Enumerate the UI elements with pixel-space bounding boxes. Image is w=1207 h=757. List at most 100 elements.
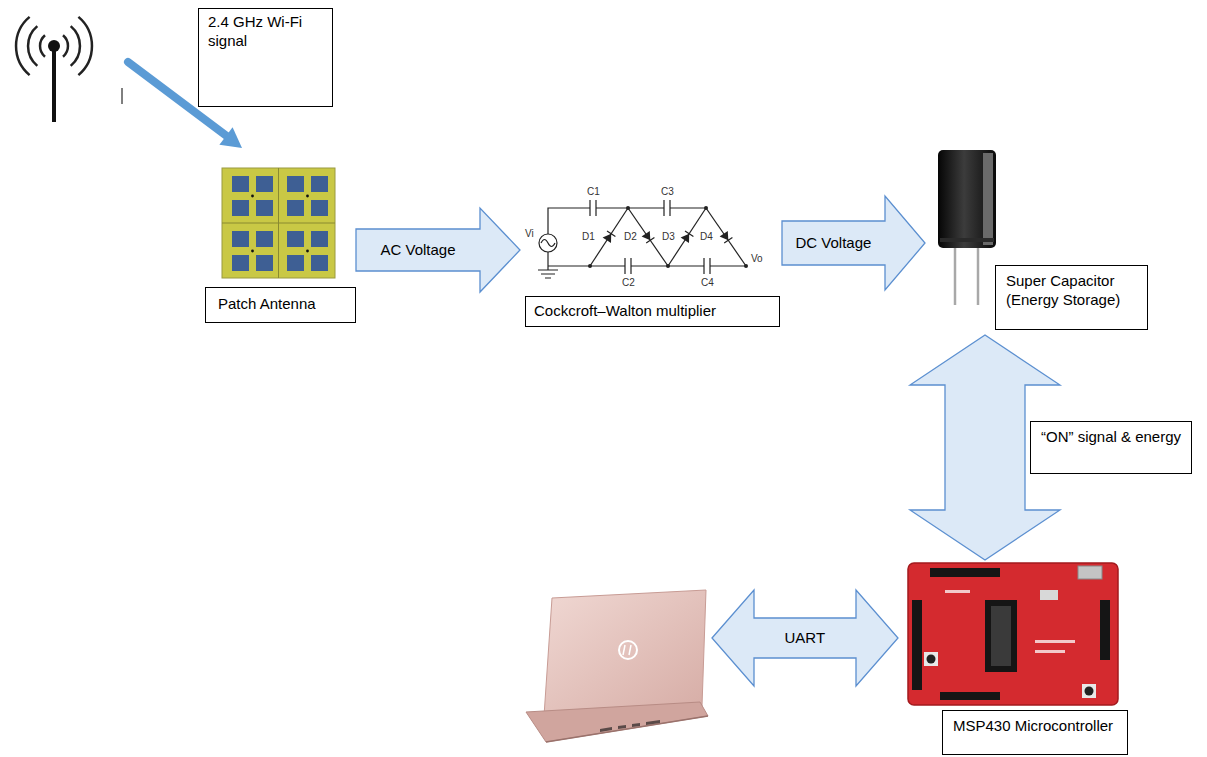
cockcroft-walton-schematic-part-part (626, 206, 630, 210)
patch-antenna-illustration-part-part (287, 176, 304, 192)
circuit-label: D3 (662, 231, 675, 243)
cockcroft-walton-schematic-part-part (538, 270, 558, 278)
supercapacitor-illustration-part (983, 153, 993, 245)
supercapacitor-illustration-part (954, 246, 957, 305)
cockcroft-walton-schematic-part-part (681, 234, 690, 243)
laptop-illustration-part-part (632, 723, 640, 727)
node-text: 2.4 GHz Wi-Fi signal (208, 13, 323, 51)
cockcroft-walton-schematic-part-part (588, 264, 592, 268)
msp430-board-illustration-part (1082, 684, 1096, 698)
wifi-antenna-icon-part-part (78, 17, 92, 75)
label-box: Cockcroft–Walton multiplier (525, 296, 780, 327)
laptop-illustration (526, 590, 708, 742)
laptop-illustration-part-part (618, 725, 626, 729)
patch-antenna-illustration-part-part (287, 255, 304, 271)
msp430-board-illustration-part (924, 652, 938, 666)
patch-antenna-illustration-part-part (311, 255, 328, 271)
node-text: Super Capacitor (Energy Storage) (1006, 272, 1137, 310)
node-text: Patch Antenna (218, 295, 343, 314)
node-text: MSP430 Microcontroller (953, 717, 1117, 736)
msp430-board-illustration-part (985, 600, 1017, 672)
laptop-illustration-part (623, 645, 625, 655)
wifi-antenna-icon-part (16, 17, 92, 75)
supercapacitor-illustration-part (938, 150, 996, 248)
supercapacitor-illustration (938, 150, 996, 305)
patch-antenna-illustration-part-part (232, 255, 249, 271)
wifi-antenna-icon-part-part (28, 26, 37, 66)
circuit-label: C3 (661, 186, 674, 198)
patch-antenna-illustration-part-part (256, 255, 273, 271)
laptop-illustration-part-part (646, 720, 660, 725)
cockcroft-walton-schematic-part-part (664, 200, 670, 216)
patch-antenna-illustration-part-part (251, 250, 254, 253)
cockcroft-walton-schematic-part-part (603, 234, 612, 243)
cockcroft-walton-schematic-part (588, 206, 748, 268)
patch-antenna-illustration (222, 168, 335, 278)
patch-antenna-illustration-part-part (287, 231, 304, 247)
supercapacitor-illustration-part (977, 246, 980, 305)
patch-antenna-illustration-part-part (306, 250, 309, 253)
msp430-board-illustration-part (1035, 650, 1065, 653)
patch-antenna-illustration-part-part (251, 195, 254, 198)
cockcroft-walton-schematic-part-part (590, 200, 596, 216)
cockcroft-walton-schematic-part-part (625, 258, 631, 274)
cockcroft-walton-schematic-part-part (590, 208, 628, 266)
laptop-illustration-part (526, 702, 708, 742)
patch-antenna-illustration-part (232, 176, 328, 271)
patch-antenna-illustration-part-part (256, 231, 273, 247)
msp430-board-illustration-part (945, 590, 970, 593)
msp430-board-illustration-part (908, 563, 1118, 705)
block-arrow (356, 208, 520, 292)
callout-box: 2.4 GHz Wi-Fi signal (198, 8, 333, 107)
label-box: Super Capacitor (Energy Storage) (995, 265, 1148, 330)
patch-antenna-illustration-part (251, 195, 309, 253)
cockcroft-walton-schematic-part (539, 234, 557, 252)
circuit-label: D2 (624, 231, 637, 243)
cockcroft-walton-schematic-part-part (744, 264, 748, 268)
patch-antenna-illustration-part-part (256, 200, 273, 216)
laptop-illustration-part (619, 641, 637, 659)
patch-antenna-illustration-part-part (256, 176, 273, 192)
cockcroft-walton-schematic-part-part (704, 206, 708, 210)
wifi-antenna-icon-part (48, 40, 60, 52)
circuit-label: D4 (700, 231, 713, 243)
circuit-label: Vo (751, 253, 763, 265)
component-node: Cockcroft–Walton multiplier (520, 183, 782, 328)
stray-mark (122, 88, 123, 104)
msp430-board-illustration-part (991, 606, 1011, 666)
wifi-antenna-icon (16, 17, 92, 122)
patch-antenna-illustration-part (222, 223, 335, 224)
cockcroft-walton-schematic-part-part (547, 252, 548, 270)
component-node: Patch Antenna (205, 165, 356, 325)
circuit-label: D1 (582, 231, 595, 243)
msp430-board-illustration-part (940, 692, 1000, 700)
msp430-board-illustration-part (1085, 687, 1094, 696)
patch-antenna-illustration-part-part (232, 231, 249, 247)
msp430-board-illustration-part (1100, 600, 1110, 660)
msp430-board-illustration (908, 563, 1118, 705)
wifi-antenna-icon-part-part (63, 35, 68, 56)
patch-antenna-illustration-part-part (311, 176, 328, 192)
patch-antenna-illustration-part-part (287, 200, 304, 216)
signal-arrow-part (219, 127, 242, 148)
cockcroft-walton-schematic-part-part (720, 231, 729, 240)
cockcroft-walton-schematic-part (538, 200, 746, 278)
block-arrow (782, 196, 925, 290)
msp430-board-illustration-part (1078, 566, 1102, 579)
cockcroft-walton-schematic-part-part (666, 264, 670, 268)
laptop-illustration-part (544, 590, 706, 716)
msp430-board-illustration-part (1035, 640, 1075, 643)
patch-antenna-illustration-part-part (232, 200, 249, 216)
uart-block-arrow (712, 590, 898, 686)
component-node: Super Capacitor (Energy Storage) (925, 145, 1150, 335)
cockcroft-walton-schematic (538, 200, 748, 278)
msp430-board-illustration-part (1040, 590, 1058, 600)
laptop-illustration-part (546, 716, 708, 742)
wifi-antenna-icon-part-part (71, 26, 80, 66)
component-node: MSP430 Microcontroller (900, 560, 1130, 757)
edge-label: AC Voltage (379, 241, 458, 260)
wifi-antenna-icon-part-part (16, 17, 30, 75)
laptop-illustration-part (600, 720, 660, 732)
cockcroft-walton-schematic-part-part (704, 258, 710, 274)
